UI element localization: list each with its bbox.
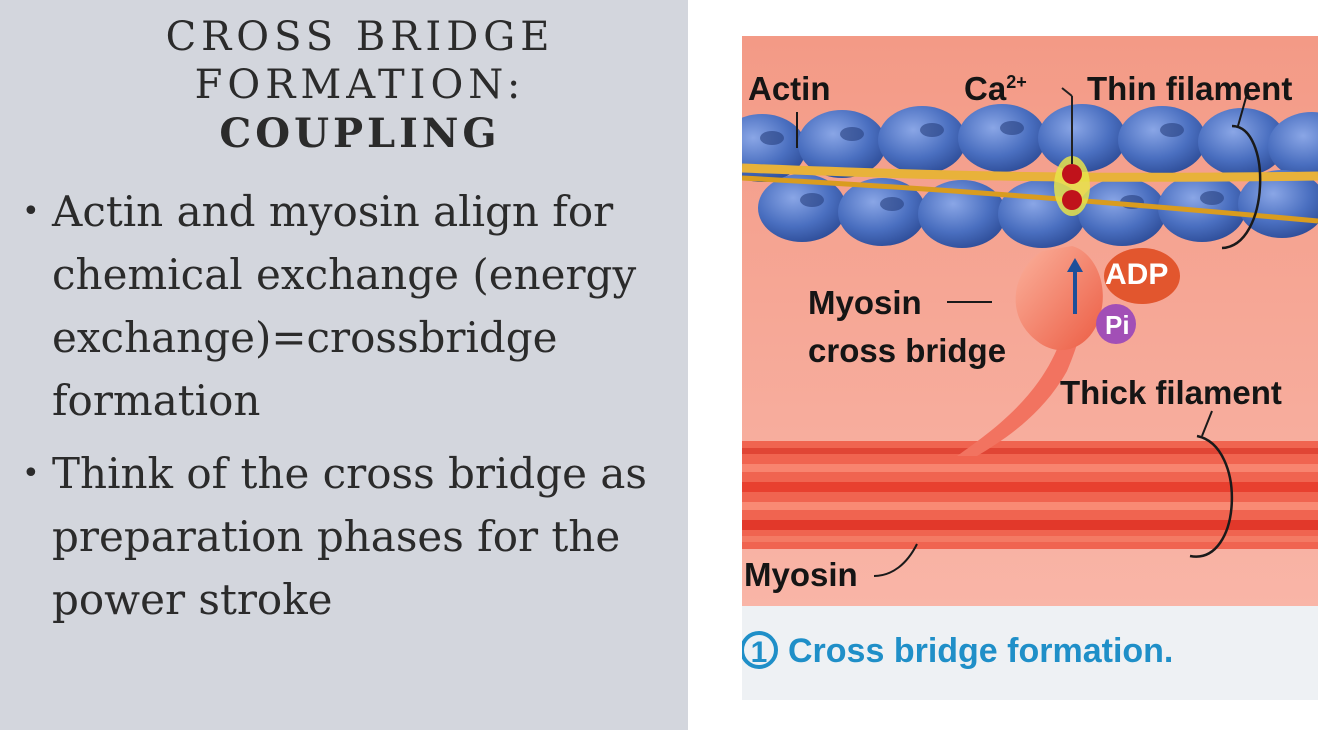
title-line-3: COUPLING bbox=[219, 110, 501, 157]
bullet-dot: • bbox=[22, 194, 40, 229]
myosin-cross-bridge-label-line2: cross bridge bbox=[808, 332, 1006, 369]
thin-filament-label: Thin filament bbox=[1087, 70, 1292, 107]
title-line-2: FORMATION: bbox=[194, 62, 526, 108]
tropomyosin-strand bbox=[742, 163, 1318, 182]
calcium-ion bbox=[1062, 190, 1082, 210]
bullet-item: • Actin and myosin align for chemical ex… bbox=[22, 180, 662, 432]
thin-filament-pointer bbox=[1237, 93, 1248, 127]
myosin-label: Myosin bbox=[744, 556, 858, 593]
adp-label: ADP bbox=[1105, 258, 1168, 291]
diagram-canvas: Actin Ca2+ Thin filament ADP Pi Myosin c… bbox=[742, 36, 1318, 700]
actin-label: Actin bbox=[748, 70, 831, 107]
pi-molecule bbox=[1096, 304, 1136, 344]
thin-filament-bracket bbox=[1221, 124, 1262, 250]
thick-filament-pointer bbox=[1201, 410, 1213, 437]
bullet-text: Actin and myosin align for chemical exch… bbox=[52, 187, 637, 425]
calcium-label: Ca2+ bbox=[964, 70, 1027, 107]
tropomyosin-strand bbox=[742, 175, 1318, 224]
bullet-dot: • bbox=[22, 456, 40, 491]
cross-bridge-figure: Actin Ca2+ Thin filament ADP Pi Myosin c… bbox=[742, 36, 1318, 700]
ca-pointer-line bbox=[1061, 87, 1073, 97]
caption-text: Cross bridge formation. bbox=[788, 632, 1173, 670]
pi-label: Pi bbox=[1105, 310, 1130, 340]
bullet-item: • Think of the cross bridge as preparati… bbox=[22, 442, 662, 631]
up-arrow-icon bbox=[1067, 258, 1083, 272]
caption-number: 1 bbox=[751, 636, 768, 669]
caption-background bbox=[742, 606, 1318, 700]
myosin-pointer-line bbox=[873, 543, 918, 577]
bullet-text: Think of the cross bridge as preparation… bbox=[52, 449, 647, 624]
thick-filament-band bbox=[742, 441, 1318, 549]
calcium-ion bbox=[1062, 164, 1082, 184]
adp-molecule bbox=[1104, 248, 1180, 304]
bullet-list: • Actin and myosin align for chemical ex… bbox=[22, 180, 662, 641]
text-panel: CROSS BRIDGE FORMATION: COUPLING • Actin… bbox=[0, 0, 688, 730]
caption-number-badge bbox=[742, 631, 778, 669]
thick-filament-label: Thick filament bbox=[1060, 374, 1282, 411]
title-line-1: CROSS BRIDGE bbox=[165, 14, 555, 60]
thick-filament-bracket bbox=[1189, 434, 1234, 558]
myosin-cross-bridge-label-line1: Myosin bbox=[808, 284, 922, 321]
myosin-head bbox=[1015, 246, 1103, 351]
